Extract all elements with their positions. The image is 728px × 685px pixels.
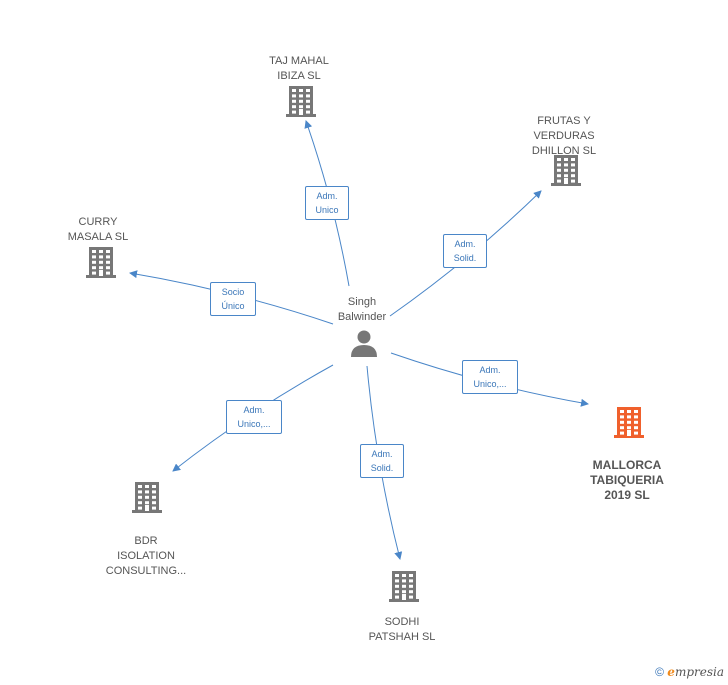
building-icon-bdr[interactable] <box>132 482 162 513</box>
building-icon-sodhi[interactable] <box>389 571 419 602</box>
edge-label-taj[interactable]: Adm. Unico <box>305 186 349 220</box>
empresia-watermark[interactable]: © empresia <box>655 665 724 679</box>
edge-label-curry[interactable]: Socio Único <box>210 282 256 316</box>
node-label-taj[interactable]: TAJ MAHAL IBIZA SL <box>269 55 329 82</box>
person-icon[interactable] <box>351 330 377 358</box>
edge-label-sodhi[interactable]: Adm. Solid. <box>360 444 404 478</box>
building-icon-mallorca[interactable] <box>614 407 644 438</box>
node-label-mallorca[interactable]: MALLORCA TABIQUERIA 2019 SL <box>590 458 664 502</box>
node-label-sodhi[interactable]: SODHI PATSHAH SL <box>368 616 436 643</box>
node-label-frutas[interactable]: FRUTAS Y VERDURAS DHILLON SL <box>531 115 597 157</box>
edge-label-bdr[interactable]: Adm. Unico,... <box>226 400 282 434</box>
building-icon-taj[interactable] <box>286 86 316 117</box>
building-icon-curry[interactable] <box>86 247 116 278</box>
node-label-curry[interactable]: CURRY MASALA SL <box>67 216 129 243</box>
copyright-symbol: © <box>655 665 664 679</box>
center-person-label[interactable]: Singh Balwinder <box>337 296 387 323</box>
node-label-bdr[interactable]: BDR ISOLATION CONSULTING... <box>105 535 187 577</box>
edge-label-mallorca[interactable]: Adm. Unico,... <box>462 360 518 394</box>
edge-label-frutas[interactable]: Adm. Solid. <box>443 234 487 268</box>
empresia-logo: empresia <box>667 665 724 679</box>
building-icon-frutas[interactable] <box>551 155 581 186</box>
